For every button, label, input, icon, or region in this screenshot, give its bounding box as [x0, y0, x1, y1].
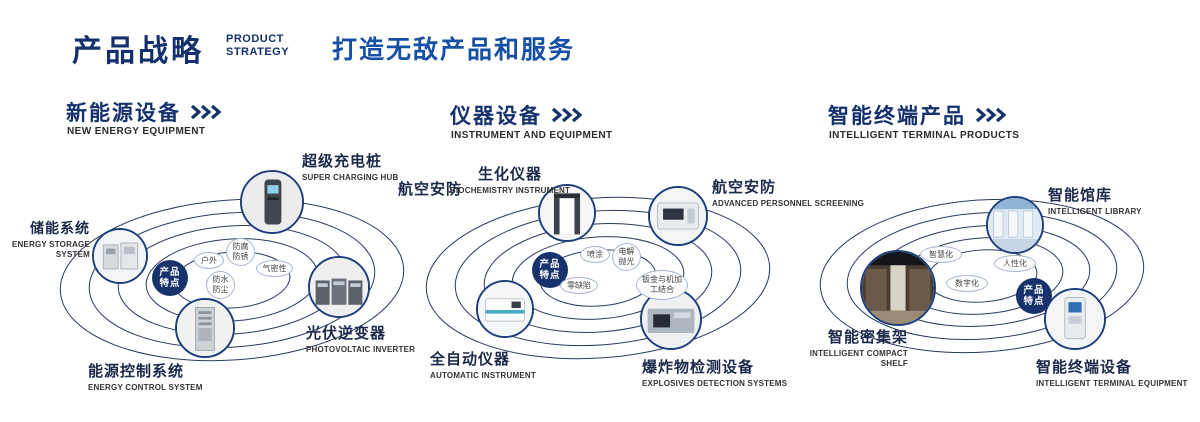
feature-bubble: 电解抛光 — [612, 243, 641, 271]
label-terminal-equipment-cn: 智能终端设备 — [1036, 359, 1133, 376]
feature-bubble: 防腐防锈 — [226, 238, 255, 266]
label-intelligent-library-en: INTELLIGENT LIBRARY — [1048, 207, 1142, 216]
page-title-english-line1: PRODUCT — [226, 33, 284, 45]
biochemistry-instrument-image — [540, 186, 594, 240]
chevrons-icon — [190, 104, 222, 120]
feature-bubble: 防水防尘 — [206, 271, 235, 299]
node-personnel-screening — [648, 186, 708, 246]
label-charging-hub-en: SUPER CHARGING HUB — [302, 173, 399, 182]
label-biochemistry-instrument: 生化仪器 BIOCHEMISTRY INSTRUMENT — [448, 163, 572, 196]
explosives-detection-image — [642, 290, 700, 348]
intelligent-library-image — [988, 198, 1042, 252]
badge-line2: 特点 — [1023, 296, 1045, 307]
pv-inverter-image — [310, 258, 368, 316]
label-biochemistry-instrument-cn: 生化仪器 — [477, 166, 542, 183]
label-personnel-screening-en: ADVANCED PERSONNEL SCREENING — [712, 199, 864, 208]
node-energy-storage — [92, 228, 148, 284]
badge-line2: 特点 — [539, 270, 561, 281]
label-personnel-screening-cn: 航空安防 — [712, 179, 777, 196]
label-biochemistry-instrument-en: BIOCHEMISTRY INSTRUMENT — [449, 186, 571, 195]
label-compact-shelf: 智能密集架 INTELLIGENT COMPACT SHELF — [790, 326, 908, 369]
feature-bubble: 数字化 — [946, 275, 988, 292]
node-intelligent-library — [986, 196, 1044, 254]
section-subtitle-new-energy: NEW ENERGY EQUIPMENT — [67, 126, 206, 137]
feature-bubble: 户外 — [194, 252, 224, 269]
label-terminal-equipment: 智能终端设备 INTELLIGENT TERMINAL EQUIPMENT — [1036, 356, 1188, 389]
section-title-terminal: 智能终端产品 — [828, 100, 1009, 130]
label-intelligent-library: 智能馆库 INTELLIGENT LIBRARY — [1048, 184, 1142, 217]
feature-bubble: 气密性 — [256, 260, 293, 277]
node-charging-hub — [240, 170, 304, 234]
product-features-badge: 产品 特点 — [1016, 278, 1052, 314]
node-compact-shelf — [860, 250, 936, 326]
chevrons-icon — [551, 107, 583, 123]
orbit-rings-instrument — [425, 196, 771, 360]
badge-line2: 特点 — [159, 278, 181, 289]
section-subtitle-terminal: INTELLIGENT TERMINAL PRODUCTS — [829, 130, 1020, 141]
label-explosives-detection-cn: 爆炸物检测设备 — [642, 359, 755, 376]
label-energy-control-cn: 能源控制系统 — [88, 363, 185, 380]
section-title-instrument-text: 仪器设备 — [450, 105, 542, 128]
page-title-english-line2: STRATEGY — [226, 45, 290, 58]
label-energy-storage: 储能系统 ENERGY STORAGE SYSTEM — [6, 218, 90, 260]
badge-line1: 产品 — [539, 258, 561, 270]
compact-shelf-image — [862, 252, 934, 324]
node-automatic-instrument — [476, 280, 534, 338]
label-charging-hub: 超级充电桩 SUPER CHARGING HUB — [302, 150, 399, 183]
feature-bubble: 人性化 — [994, 255, 1036, 272]
label-terminal-equipment-en: INTELLIGENT TERMINAL EQUIPMENT — [1036, 379, 1188, 388]
personnel-screening-image — [650, 188, 706, 244]
section-subtitle-instrument: INSTRUMENT AND EQUIPMENT — [451, 130, 613, 141]
chevrons-icon — [975, 107, 1007, 123]
node-terminal-equipment — [1044, 288, 1106, 350]
node-biochemistry-instrument — [538, 184, 596, 242]
label-energy-control-en: ENERGY CONTROL SYSTEM — [88, 383, 203, 392]
charging-hub-image — [242, 172, 302, 232]
label-pv-inverter: 光伏逆变器 PHOTOVOLTAIC INVERTER — [306, 322, 415, 355]
label-pv-inverter-en: PHOTOVOLTAIC INVERTER — [306, 345, 416, 354]
feature-bubble: 智慧化 — [920, 246, 962, 263]
energy-storage-image — [94, 230, 146, 282]
label-explosives-detection-en: EXPLOSIVES DETECTION SYSTEMS — [642, 379, 788, 388]
section-title-instrument: 仪器设备 — [450, 100, 585, 130]
badge-line1: 产品 — [159, 266, 181, 278]
section-title-terminal-text: 智能终端产品 — [828, 105, 966, 128]
label-automatic-instrument-cn: 全自动仪器 — [430, 351, 511, 368]
slogan: 打造无敌产品和服务 — [332, 36, 576, 64]
label-energy-storage-cn: 储能系统 — [30, 220, 90, 236]
label-automatic-instrument: 全自动仪器 AUTOMATIC INSTRUMENT — [430, 348, 536, 381]
label-pv-inverter-cn: 光伏逆变器 — [306, 325, 387, 342]
label-energy-storage-en: ENERGY STORAGE SYSTEM — [11, 240, 90, 259]
product-features-badge: 产品 特点 — [152, 260, 188, 296]
label-compact-shelf-cn: 智能密集架 — [827, 329, 908, 346]
label-explosives-detection: 爆炸物检测设备 EXPLOSIVES DETECTION SYSTEMS — [642, 356, 787, 389]
feature-bubble: 钣金与机加工结合 — [636, 270, 688, 300]
label-personnel-screening: 航空安防 ADVANCED PERSONNEL SCREENING — [712, 176, 864, 209]
section-title-new-energy: 新能源设备 — [66, 97, 224, 127]
energy-control-image — [177, 300, 233, 356]
feature-bubble: 零缺陷 — [560, 277, 598, 294]
node-pv-inverter — [308, 256, 370, 318]
label-aviation-security-side: 航空安防 — [398, 181, 463, 198]
node-energy-control — [175, 298, 235, 358]
badge-line1: 产品 — [1023, 284, 1045, 296]
automatic-instrument-image — [478, 282, 532, 336]
label-compact-shelf-en: INTELLIGENT COMPACT SHELF — [809, 349, 908, 368]
page-title-english: PRODUCT STRATEGY — [226, 33, 289, 58]
label-automatic-instrument-en: AUTOMATIC INSTRUMENT — [430, 371, 536, 380]
page-title: 产品战略 — [72, 35, 204, 68]
feature-bubble: 喷涂 — [580, 246, 610, 263]
section-title-new-energy-text: 新能源设备 — [66, 102, 181, 125]
label-intelligent-library-cn: 智能馆库 — [1048, 187, 1113, 204]
label-charging-hub-cn: 超级充电桩 — [302, 153, 383, 170]
label-energy-control: 能源控制系统 ENERGY CONTROL SYSTEM — [88, 360, 203, 393]
terminal-equipment-image — [1046, 290, 1104, 348]
